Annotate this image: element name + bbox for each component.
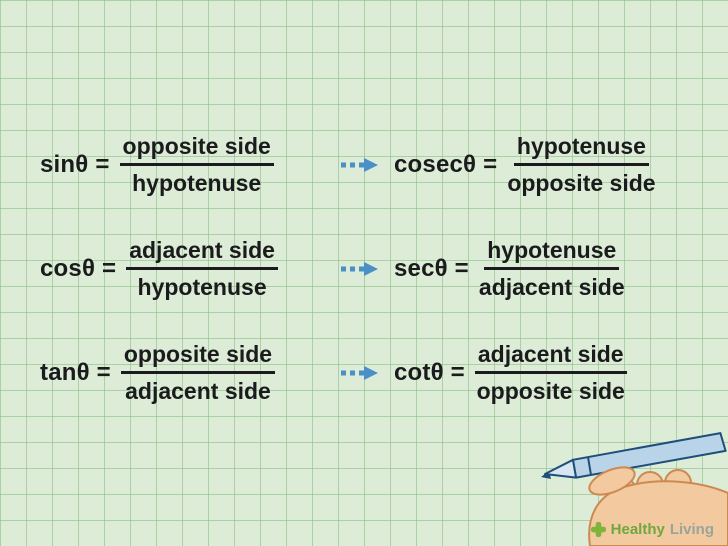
denominator: adjacent side xyxy=(125,377,271,404)
denominator: opposite side xyxy=(507,169,656,196)
denominator: adjacent side xyxy=(478,273,625,300)
denominator: hypotenuse xyxy=(137,273,267,300)
fraction-cosec: hypotenuse opposite side xyxy=(507,132,655,198)
hand-icon xyxy=(588,469,728,546)
health-cross-icon xyxy=(590,522,606,537)
numerator: hypotenuse xyxy=(513,132,649,166)
dashed-arrow-icon xyxy=(341,157,378,172)
numerator: hypotenuse xyxy=(484,236,620,270)
fraction-sin: opposite side hypotenuse xyxy=(119,132,274,198)
function-label-cot: cotθ = xyxy=(394,358,465,386)
fraction-cos: adjacent side hypotenuse xyxy=(126,236,278,302)
formula-cot: cotθ = adjacent side opposite side xyxy=(394,340,627,406)
numerator: adjacent side xyxy=(474,340,627,374)
dashed-arrow-icon xyxy=(341,365,378,380)
function-label-sin: sinθ = xyxy=(40,150,110,178)
function-label-cos: cosθ = xyxy=(40,254,117,282)
function-label-sec: secθ = xyxy=(394,254,469,282)
denominator: opposite side xyxy=(476,377,625,404)
formula-sec: secθ = hypotenuse adjacent side xyxy=(394,236,625,302)
dashed-arrow-icon xyxy=(341,261,378,276)
numerator: adjacent side xyxy=(126,236,278,270)
function-label-tan: tanθ = xyxy=(40,358,111,386)
pen-icon xyxy=(541,432,727,479)
thumb-icon xyxy=(588,466,636,496)
function-label-cosec: cosecθ = xyxy=(394,150,498,178)
formula-row-tan-cot: tanθ = opposite side adjacent side cotθ … xyxy=(40,340,627,406)
fraction-tan: opposite side adjacent side xyxy=(120,340,276,406)
fraction-cot: adjacent side opposite side xyxy=(474,340,627,406)
formula-cos: cosθ = adjacent side hypotenuse xyxy=(40,236,334,302)
brand-name-primary: Healthy xyxy=(610,521,665,538)
hand-holding-pen-illustration xyxy=(541,432,728,546)
formula-row-cos-sec: cosθ = adjacent side hypotenuse secθ = h… xyxy=(40,236,625,302)
brand-watermark: Healthy Living xyxy=(590,521,714,538)
brand-name-secondary: Living xyxy=(669,521,714,538)
formula-cosec: cosecθ = hypotenuse opposite side xyxy=(394,132,656,198)
formula-sin: sinθ = opposite side hypotenuse xyxy=(40,132,334,198)
denominator: hypotenuse xyxy=(132,169,262,196)
numerator: opposite side xyxy=(119,132,274,166)
formula-row-sin-cosec: sinθ = opposite side hypotenuse cosecθ =… xyxy=(40,132,656,198)
formula-tan: tanθ = opposite side adjacent side xyxy=(40,340,334,406)
numerator: opposite side xyxy=(120,340,276,374)
fraction-sec: hypotenuse adjacent side xyxy=(479,236,625,302)
